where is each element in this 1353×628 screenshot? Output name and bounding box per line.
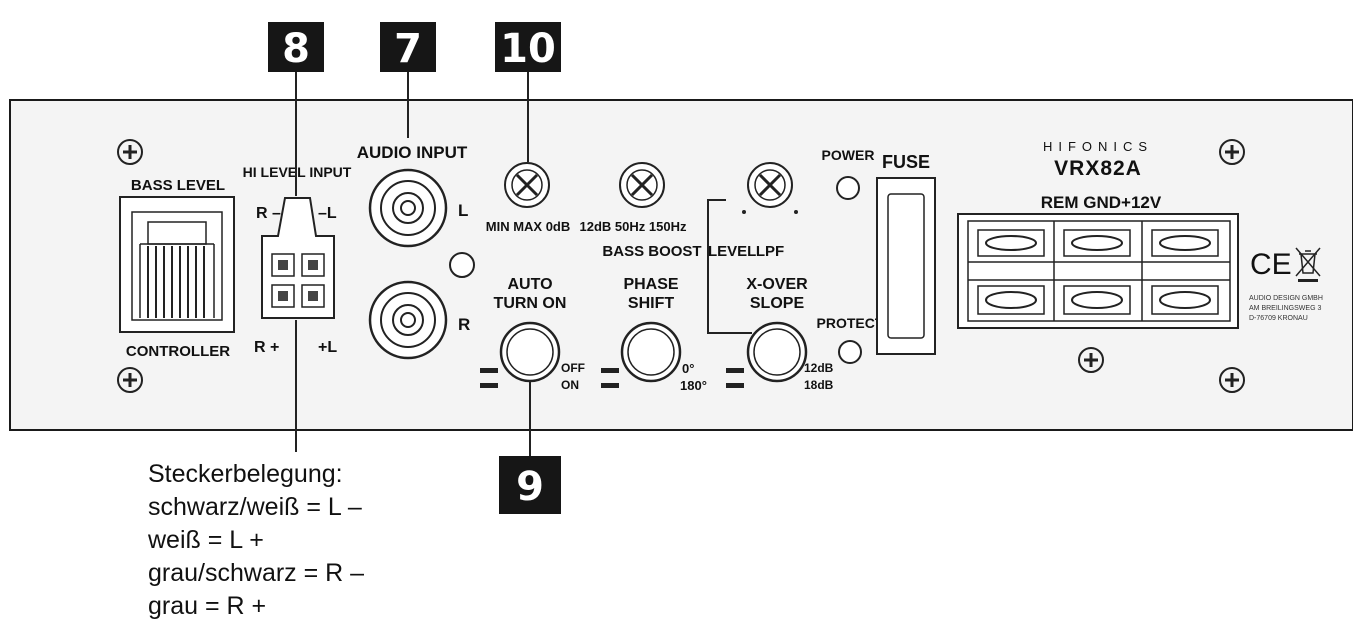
- rca-input-right[interactable]: [368, 280, 448, 360]
- svg-text:10: 10: [500, 26, 556, 72]
- r-plus-label: R +: [254, 339, 279, 356]
- gain-range-label: MIN MAX 0dB: [486, 219, 571, 234]
- address-line-3: D-76709 KRONAU: [1249, 315, 1308, 322]
- switch-position-marker: [480, 368, 498, 373]
- weee-bin-icon: [1295, 247, 1321, 282]
- hi-level-input-connector[interactable]: [261, 197, 335, 319]
- audio-input-label: AUDIO INPUT: [357, 143, 468, 162]
- boost-range-label: 12dB 50Hz 150Hz: [580, 219, 687, 234]
- legend-line: grau = R +: [148, 592, 267, 620]
- xover-label-2: SLOPE: [750, 295, 805, 312]
- lpf-xover-bracket: [707, 199, 752, 334]
- fuse-holder[interactable]: [876, 177, 936, 355]
- l-plus-label: +L: [318, 339, 337, 356]
- protect-label: PROTECT: [817, 315, 884, 331]
- callout-9: 9: [499, 456, 561, 514]
- legend-line: schwarz/weiß = L –: [148, 493, 362, 521]
- rca-input-left[interactable]: [368, 168, 448, 248]
- xover-label-1: X-OVER: [746, 276, 808, 293]
- terminal-labels: REM GND+12V: [1041, 193, 1162, 212]
- screw-icon: [117, 139, 143, 165]
- phase-shift-switch[interactable]: [620, 321, 682, 383]
- svg-text:8: 8: [282, 26, 310, 72]
- slope-18-label: 18dB: [804, 378, 834, 392]
- screw-icon: [1219, 367, 1245, 393]
- power-terminal-block[interactable]: [957, 213, 1239, 329]
- xover-slope-switch[interactable]: [746, 321, 808, 383]
- auto-turn-on-switch[interactable]: [499, 321, 561, 383]
- rca-l-label: L: [458, 201, 468, 220]
- pin-assignment-legend: Steckerbelegung: schwarz/weiß = L – weiß…: [148, 458, 364, 623]
- brand-name: HIFONICS: [1043, 139, 1153, 154]
- svg-text:9: 9: [516, 464, 544, 510]
- bass-level-remote-port[interactable]: [119, 196, 235, 333]
- power-led: [836, 176, 860, 200]
- callout-8: 8: [268, 22, 324, 72]
- phase-180-label: 180°: [680, 378, 707, 393]
- controller-label: CONTROLLER: [126, 343, 230, 360]
- switch-position-marker: [480, 383, 498, 388]
- slope-12-label: 12dB: [804, 361, 834, 375]
- protect-led: [838, 340, 862, 364]
- l-minus-label: –L: [318, 205, 337, 222]
- screw-icon: [1078, 347, 1104, 373]
- phase-0-label: 0°: [682, 361, 694, 376]
- gain-level-knob[interactable]: [504, 162, 550, 208]
- bass-boost-label: BASS BOOST: [602, 243, 701, 260]
- hi-level-input-label: HI LEVEL INPUT: [243, 164, 352, 180]
- fuse-label: FUSE: [882, 152, 930, 172]
- address-line-1: AUDIO DESIGN GMBH: [1249, 295, 1323, 302]
- lpf-label: LPF: [756, 243, 784, 260]
- lpf-knob[interactable]: [747, 162, 793, 208]
- legend-line: grau/schwarz = R –: [148, 559, 365, 587]
- svg-text:7: 7: [394, 26, 422, 72]
- level-label: LEVEL: [708, 243, 756, 260]
- screw-icon: [1219, 139, 1245, 165]
- r-minus-label: R –: [256, 205, 281, 222]
- address-line-2: AM BREILINGSWEG 3: [1249, 305, 1321, 312]
- auto-turn-on-label-2: TURN ON: [494, 295, 567, 312]
- bass-boost-knob[interactable]: [619, 162, 665, 208]
- rca-r-label: R: [458, 315, 470, 334]
- switch-position-marker: [601, 368, 619, 373]
- auto-turn-on-label-1: AUTO: [507, 276, 552, 293]
- legend-line: weiß = L +: [148, 526, 264, 554]
- phase-shift-label-1: PHASE: [623, 276, 678, 293]
- legend-title: Steckerbelegung:: [148, 460, 343, 488]
- switch-position-marker: [601, 383, 619, 388]
- on-label: ON: [561, 378, 579, 392]
- switch-position-marker: [726, 368, 744, 373]
- ground-hole: [449, 252, 475, 278]
- screw-icon: [117, 367, 143, 393]
- callout-10: 10: [495, 22, 561, 72]
- switch-position-marker: [726, 383, 744, 388]
- bass-level-label: BASS LEVEL: [131, 177, 225, 194]
- ce-mark: CE: [1250, 248, 1292, 281]
- power-label: POWER: [822, 147, 875, 163]
- model-name: VRX82A: [1054, 157, 1142, 180]
- off-label: OFF: [561, 361, 585, 375]
- phase-shift-label-2: SHIFT: [628, 295, 674, 312]
- callout-7: 7: [380, 22, 436, 72]
